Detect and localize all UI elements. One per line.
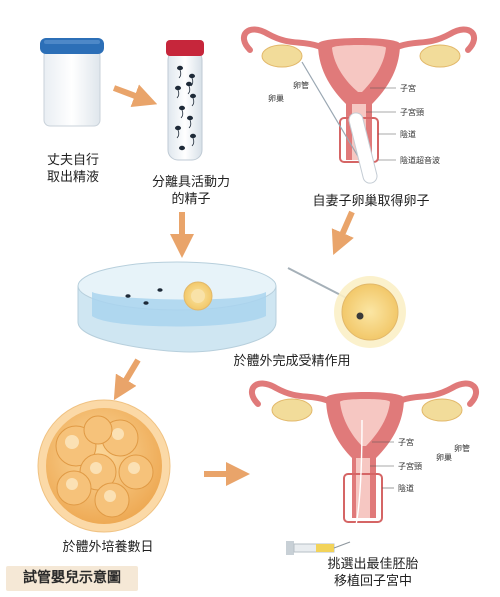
uterus-top-diagram xyxy=(241,26,477,184)
label-uterus-top: 子宮 xyxy=(400,83,416,93)
label-oviduct-bottom: 卵管 xyxy=(454,443,470,453)
syringe-icon xyxy=(286,541,351,555)
arrow-1 xyxy=(112,84,158,108)
petri-dish-icon xyxy=(77,261,277,353)
caption-fertilization: 於體外完成受精作用 xyxy=(233,354,351,369)
caption-culture: 於體外培養數日 xyxy=(62,540,154,555)
label-uterus-bottom: 子宮 xyxy=(398,437,414,447)
uterus-bottom-diagram xyxy=(249,380,479,551)
label-ovary-top: 卵巢 xyxy=(268,93,284,103)
label-cervix-top: 子宮頸 xyxy=(400,107,424,117)
label-cervix-bottom: 子宮頸 xyxy=(398,461,422,471)
arrow-4 xyxy=(113,358,141,401)
caption-husband: 丈夫自行 取出精液 xyxy=(46,153,99,185)
diagram-title: 試管嬰兒示意圖 xyxy=(23,570,121,586)
label-ovary-bottom: 卵巢 xyxy=(436,452,452,462)
caption-sperm-separation: 分離具活動力 的精子 xyxy=(151,175,230,207)
caption-egg-retrieval: 自妻子卵巢取得卵子 xyxy=(312,194,430,209)
label-vagina-top: 陰道 xyxy=(400,129,416,139)
arrow-3 xyxy=(331,210,355,255)
caption-transfer: 挑選出最佳胚胎 移植回子宮中 xyxy=(327,557,419,589)
specimen-cup-icon xyxy=(40,38,104,127)
embryo-icon xyxy=(37,399,171,533)
title-box: 試管嬰兒示意圖 xyxy=(6,566,138,591)
label-oviduct-top: 卵管 xyxy=(293,80,309,90)
egg-cell-icon xyxy=(334,276,406,348)
label-vagina-bottom: 陰道 xyxy=(398,483,414,493)
test-tube-icon xyxy=(166,40,204,161)
label-probe-top: 陰道超音波 xyxy=(400,155,440,165)
